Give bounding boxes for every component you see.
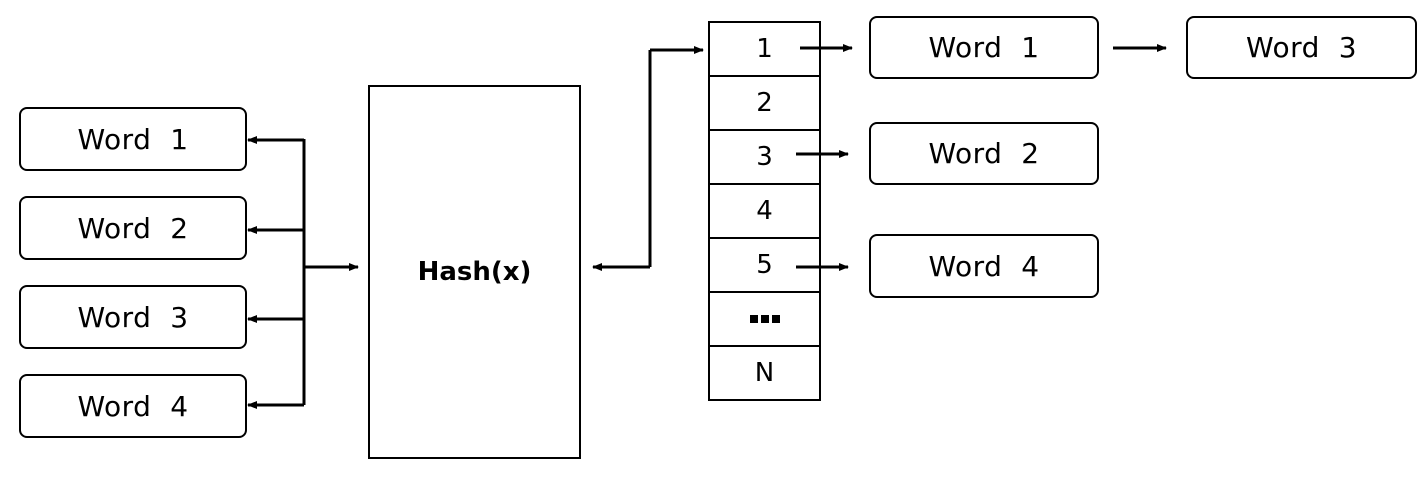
hash-table: 1 2 3 4 5 N: [708, 21, 821, 401]
table-slot-n-label: N: [754, 358, 775, 388]
bucket-slot5-word4-label: Word 4: [928, 249, 1040, 283]
table-slot-5-label: 5: [756, 250, 773, 280]
input-word-2-label: Word 2: [77, 211, 189, 245]
bucket-slot1-word1-label: Word 1: [928, 31, 1040, 64]
hash-function-label: Hash(x): [417, 257, 532, 287]
input-word-3: Word 3: [19, 285, 247, 349]
table-slot-n: N: [710, 347, 819, 401]
input-word-4: Word 4: [19, 374, 247, 438]
input-word-1-label: Word 1: [77, 122, 189, 156]
table-slot-4: 4: [710, 185, 819, 239]
table-slot-1-label: 1: [756, 34, 773, 64]
bucket-slot1-word1: Word 1: [869, 16, 1099, 79]
bucket-slot1-word3-label: Word 3: [1245, 31, 1358, 64]
input-word-1: Word 1: [19, 107, 247, 171]
hash-function-box: Hash(x): [368, 85, 581, 459]
input-word-2: Word 2: [19, 196, 247, 260]
input-word-3-label: Word 3: [77, 300, 189, 334]
table-slot-2-label: 2: [756, 88, 773, 118]
table-slot-1: 1: [710, 23, 819, 77]
bucket-slot5-word4: Word 4: [869, 234, 1099, 298]
bucket-slot3-word2-label: Word 2: [928, 137, 1040, 170]
ellipsis-icon: [749, 315, 780, 323]
input-word-4-label: Word 4: [77, 389, 189, 423]
table-slot-5: 5: [710, 239, 819, 293]
table-slot-2: 2: [710, 77, 819, 131]
table-slot-3: 3: [710, 131, 819, 185]
table-slot-ellipsis: [710, 293, 819, 347]
bucket-slot3-word2: Word 2: [869, 122, 1099, 185]
bucket-slot1-word3: Word 3: [1186, 16, 1417, 79]
table-slot-4-label: 4: [756, 196, 773, 226]
table-slot-3-label: 3: [756, 142, 773, 172]
